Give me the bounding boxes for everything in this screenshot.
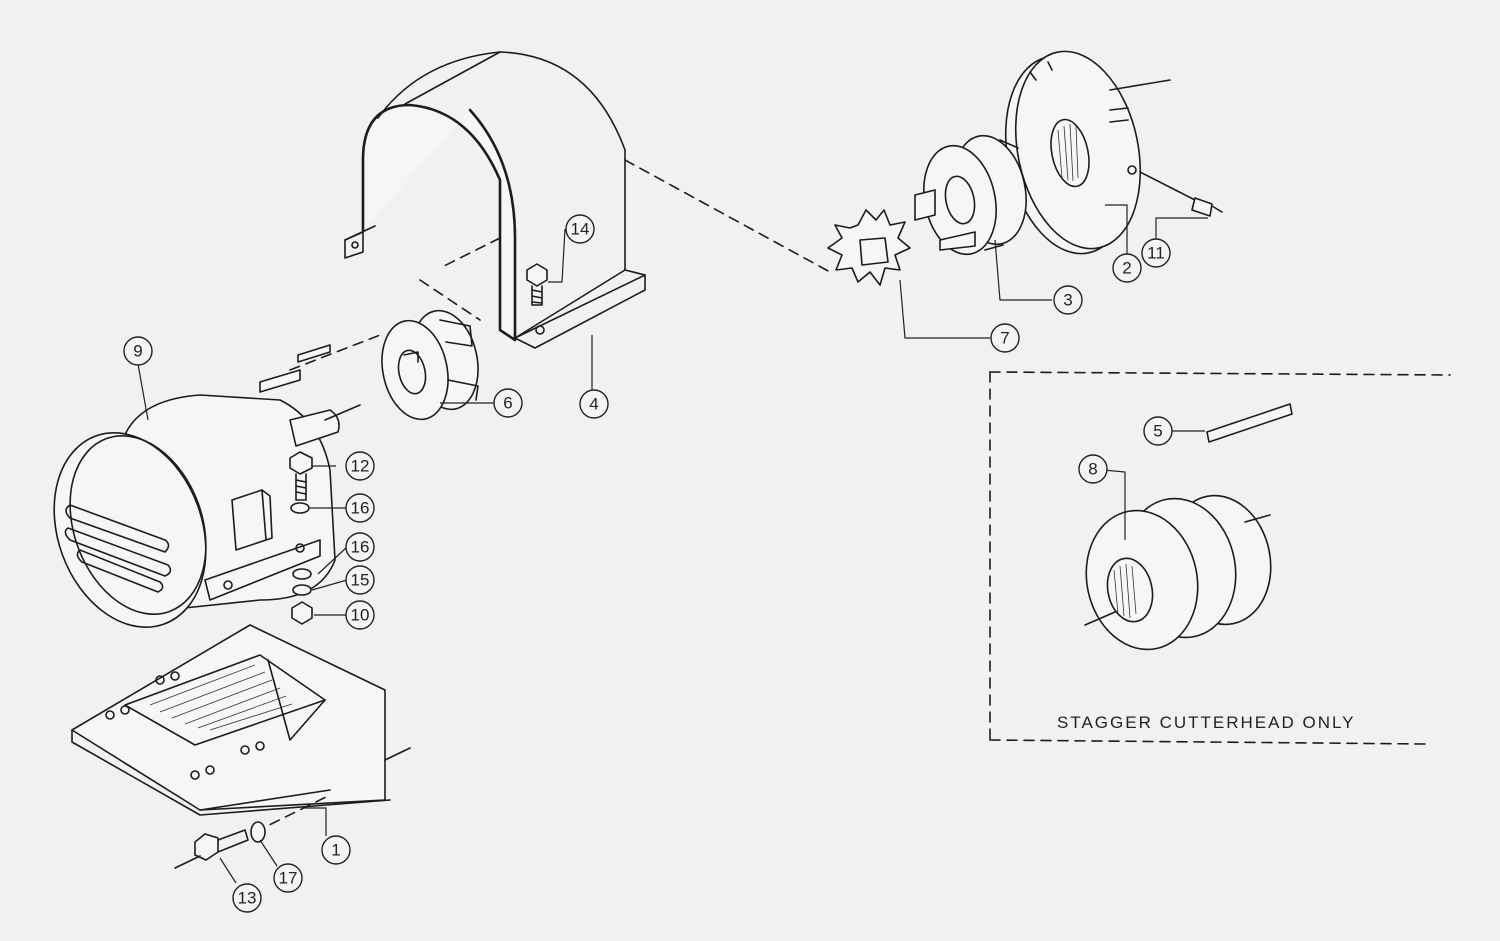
lock-washer bbox=[292, 584, 312, 596]
motor-keys bbox=[259, 344, 331, 393]
svg-text:13: 13 bbox=[238, 889, 257, 908]
svg-text:11: 11 bbox=[1147, 244, 1165, 263]
inset-caption: STAGGER CUTTERHEAD ONLY bbox=[1057, 713, 1356, 732]
coupling-hub-lower bbox=[381, 309, 479, 421]
base-bolt bbox=[174, 829, 249, 869]
svg-text:4: 4 bbox=[589, 395, 598, 414]
bushing bbox=[1004, 50, 1196, 255]
callout-12: 12 bbox=[345, 451, 375, 481]
svg-text:14: 14 bbox=[571, 220, 590, 239]
callout-1: 1 bbox=[321, 835, 351, 865]
flat-washer-lower bbox=[292, 568, 312, 580]
callout-16-lower: 16 bbox=[345, 532, 375, 562]
base-washer bbox=[250, 821, 266, 843]
callout-7: 7 bbox=[990, 323, 1020, 353]
svg-text:16: 16 bbox=[351, 538, 370, 557]
callout-8: 8 bbox=[1078, 454, 1108, 484]
leader-lines bbox=[137, 204, 1208, 884]
callout-16-upper: 16 bbox=[345, 493, 375, 523]
svg-text:7: 7 bbox=[1000, 329, 1009, 348]
callout-2: 2 bbox=[1112, 253, 1142, 283]
motor-guard bbox=[344, 51, 646, 349]
callout-15: 15 bbox=[345, 565, 375, 595]
callout-17: 17 bbox=[273, 863, 303, 893]
callout-14: 14 bbox=[565, 214, 595, 244]
callout-10: 10 bbox=[345, 600, 375, 630]
callout-5: 5 bbox=[1143, 416, 1173, 446]
svg-text:12: 12 bbox=[351, 457, 370, 476]
callout-6: 6 bbox=[493, 388, 523, 418]
svg-text:5: 5 bbox=[1153, 422, 1162, 441]
guard-bolt bbox=[526, 263, 548, 306]
svg-text:1: 1 bbox=[331, 841, 340, 860]
svg-text:9: 9 bbox=[133, 342, 142, 361]
svg-text:3: 3 bbox=[1063, 291, 1072, 310]
coupling-spider bbox=[827, 209, 911, 286]
callout-13: 13 bbox=[232, 883, 262, 913]
svg-text:6: 6 bbox=[503, 394, 512, 413]
callout-3: 3 bbox=[1053, 285, 1083, 315]
callout-4: 4 bbox=[579, 389, 609, 419]
svg-text:10: 10 bbox=[351, 606, 370, 625]
cutterhead-pulley bbox=[1084, 494, 1272, 651]
hex-nut bbox=[291, 601, 313, 625]
callout-11: 11 bbox=[1141, 238, 1171, 268]
callout-9: 9 bbox=[123, 336, 153, 366]
svg-text:17: 17 bbox=[279, 869, 298, 888]
set-screw bbox=[1191, 197, 1223, 217]
inset-key bbox=[1206, 403, 1293, 443]
svg-text:8: 8 bbox=[1088, 460, 1097, 479]
motor-base bbox=[71, 624, 411, 816]
motor-mount-bolt bbox=[289, 451, 313, 501]
inset-frame bbox=[989, 371, 1451, 745]
flat-washer-upper bbox=[290, 502, 310, 514]
svg-text:16: 16 bbox=[351, 499, 370, 518]
svg-text:2: 2 bbox=[1122, 259, 1131, 278]
svg-text:15: 15 bbox=[351, 571, 370, 590]
coupling-hub-upper bbox=[914, 134, 1027, 256]
